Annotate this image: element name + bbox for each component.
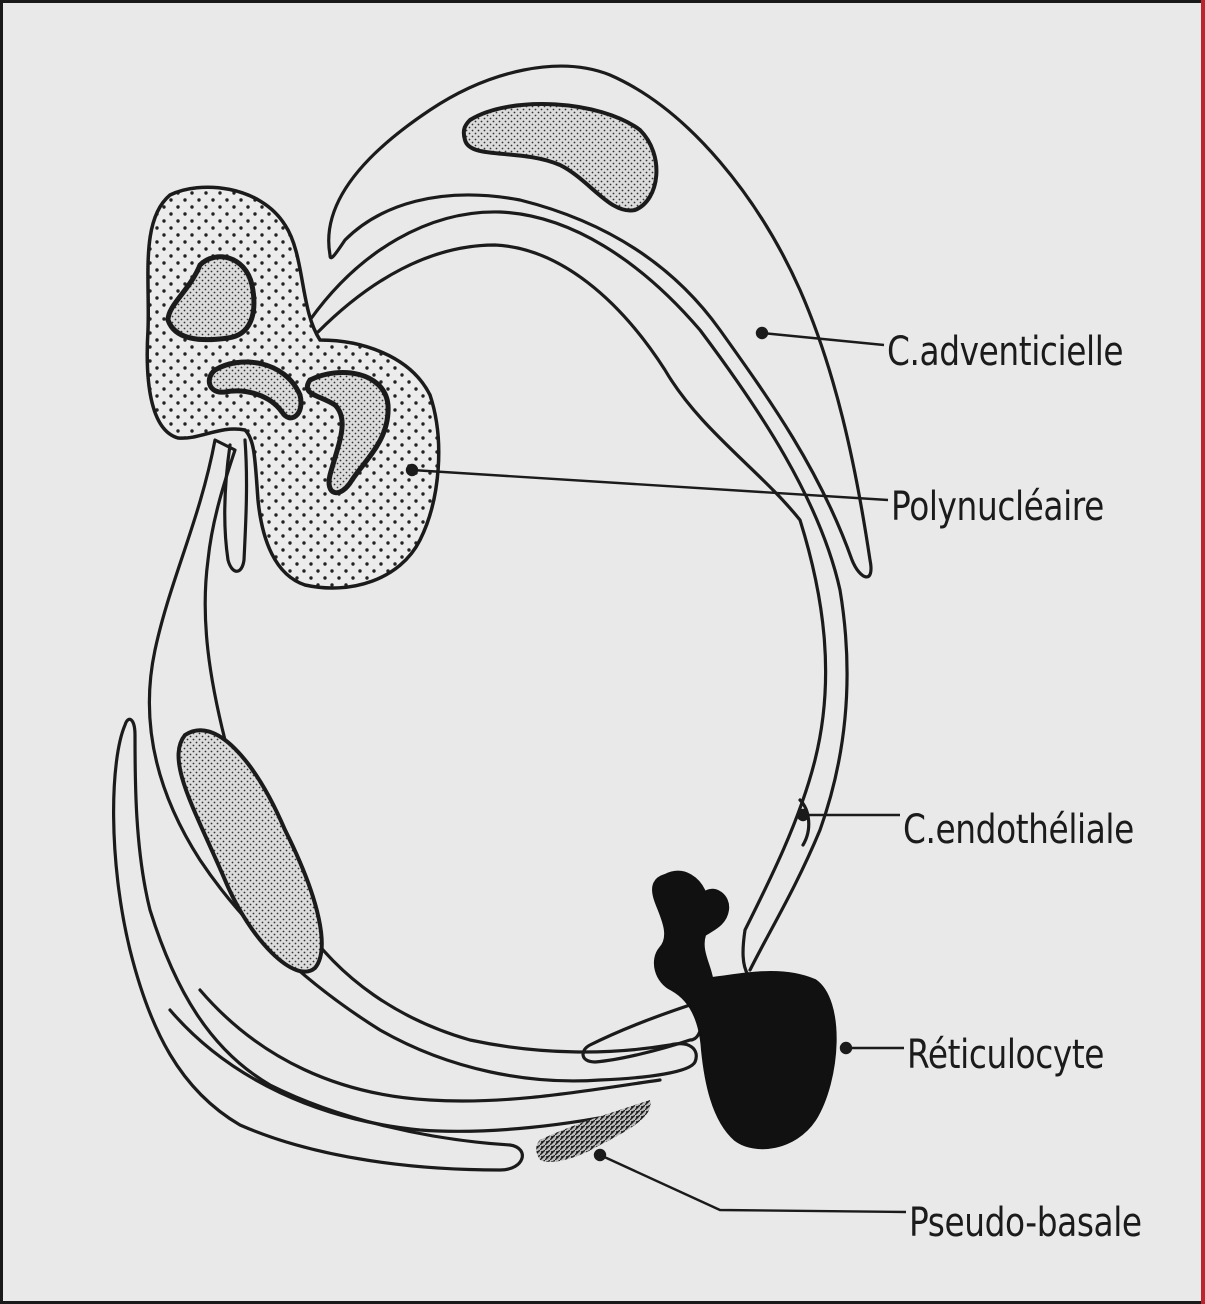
leader-dot-adventicielle [757, 328, 767, 338]
label-pseudo-basale: Pseudo-basale [909, 1203, 1142, 1243]
cell-process [225, 440, 247, 571]
endothelial-nucleus [179, 730, 322, 971]
label-endotheliale: C.endothéliale [903, 810, 1134, 850]
leader-pseudo-basale [600, 1155, 906, 1212]
reticulocyte-cell [653, 872, 836, 1148]
leader-dot-endotheliale [798, 810, 808, 820]
endothelial-wall-upper-inner [318, 245, 826, 975]
label-polynucleaire: Polynucléaire [891, 487, 1104, 527]
leader-polynucleaire [412, 470, 888, 500]
endothelial-wall-upper [310, 212, 847, 970]
label-reticulocyte: Réticulocyte [907, 1035, 1104, 1075]
pseudo-basal-deposit [536, 1100, 650, 1162]
leader-dot-reticulocyte [841, 1043, 851, 1053]
leader-dot-pseudo-basale [595, 1150, 605, 1160]
label-adventicielle: C.adventicielle [887, 332, 1123, 372]
leader-adventicielle [762, 333, 884, 345]
leader-dot-polynucleaire [407, 465, 417, 475]
